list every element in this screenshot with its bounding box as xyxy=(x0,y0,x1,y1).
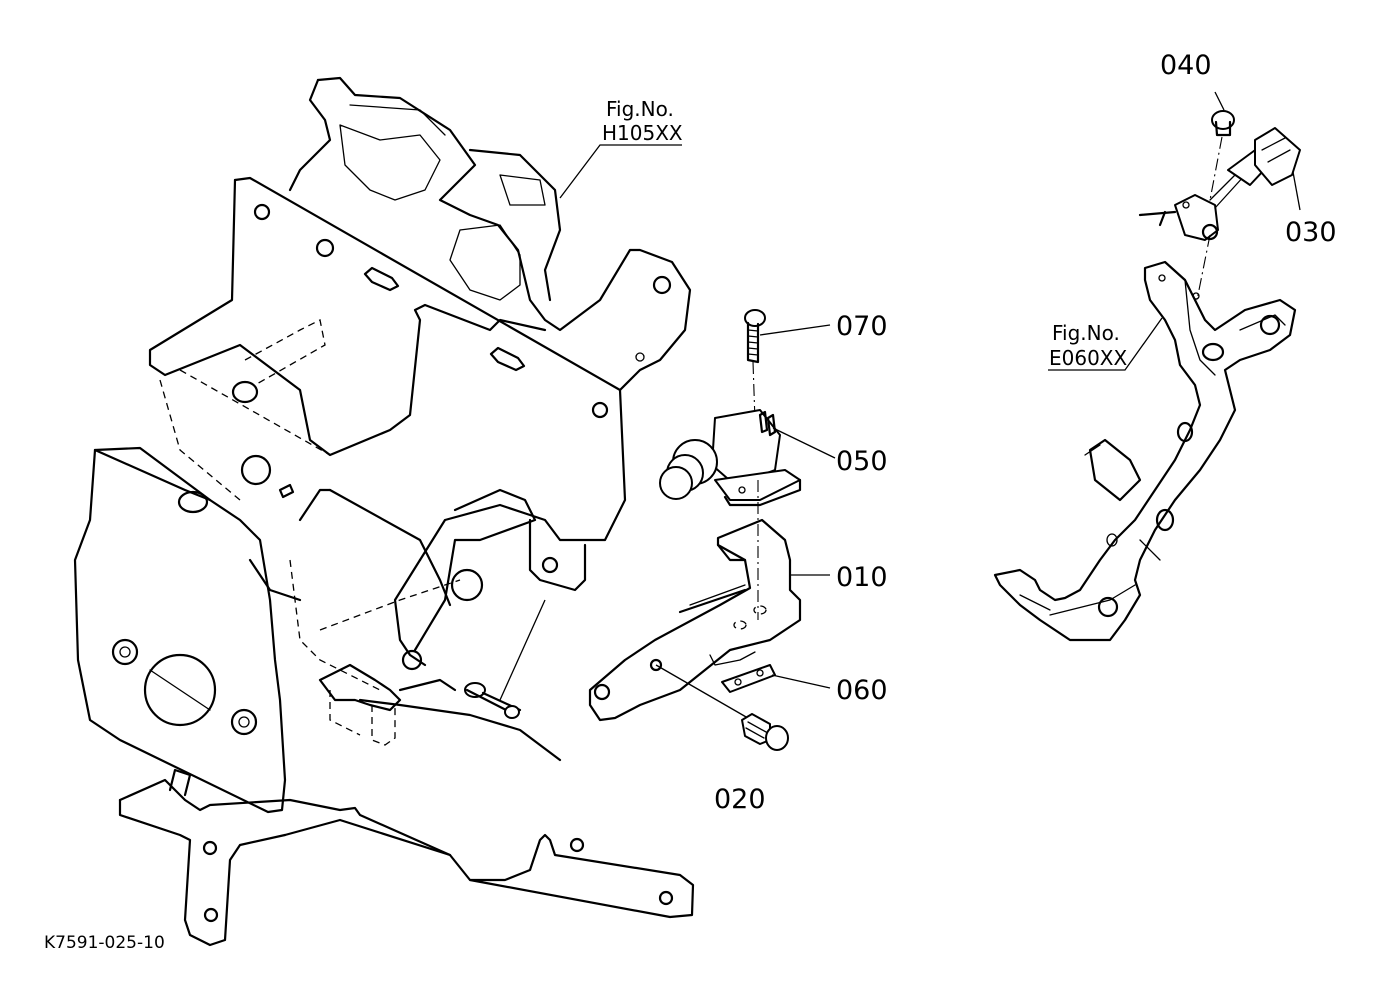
figure-ref-main-frame-line2: H105XX xyxy=(602,121,683,145)
figure-ref-main-frame: Fig.No. H105XX xyxy=(602,97,683,145)
leader-lines xyxy=(559,91,1301,689)
part-number-030: 030 xyxy=(1285,217,1337,248)
drawing-number: K7591-025-10 xyxy=(44,933,165,953)
part-number-010: 010 xyxy=(836,562,888,593)
part-number-060: 060 xyxy=(836,675,888,706)
part-030-switch xyxy=(1138,127,1301,301)
part-number-070: 070 xyxy=(836,311,888,342)
part-010-bracket xyxy=(588,518,802,722)
figure-ref-pedal-bracket: Fig.No. E060XX xyxy=(1049,321,1128,370)
part-050-switch xyxy=(659,409,802,620)
part-number-labels: 040 030 070 050 010 060 020 xyxy=(714,50,1337,815)
part-020-bolt xyxy=(655,664,789,751)
figure-ref-main-frame-line1: Fig.No. xyxy=(606,97,674,121)
figure-ref-pedal-bracket-line2: E060XX xyxy=(1049,346,1128,370)
figure-ref-pedal-bracket-line1: Fig.No. xyxy=(1052,321,1120,345)
part-number-040: 040 xyxy=(1160,50,1212,81)
part-040-screw xyxy=(1209,110,1235,201)
part-number-050: 050 xyxy=(836,446,888,477)
main-frame-assembly xyxy=(73,76,695,947)
part-number-020: 020 xyxy=(714,784,766,815)
pedal-bracket-assembly xyxy=(993,260,1297,642)
part-060-plate xyxy=(721,664,776,693)
